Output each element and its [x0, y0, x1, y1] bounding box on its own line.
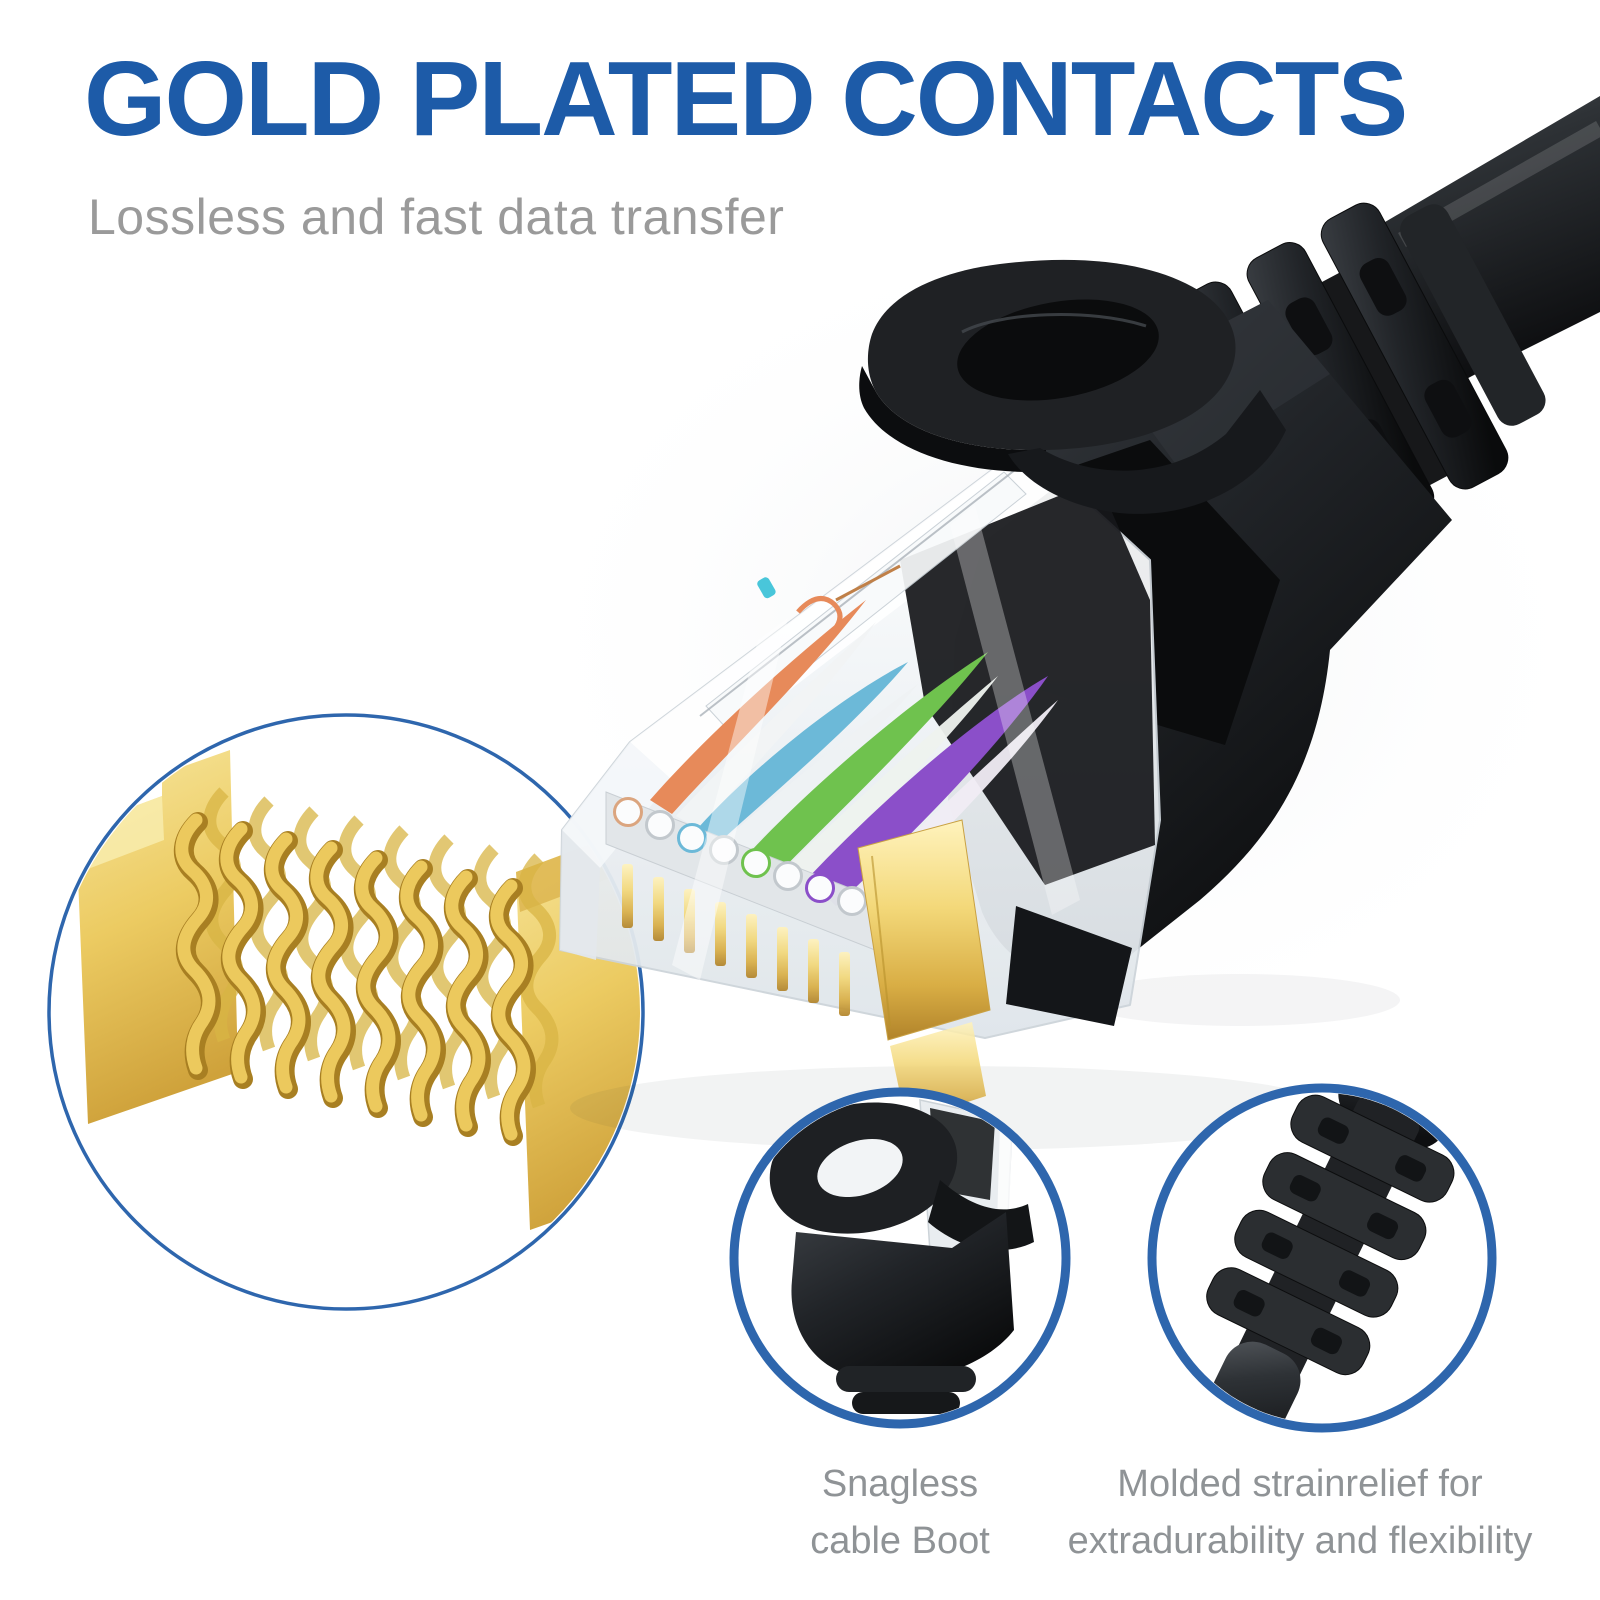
- gold-pins: [622, 864, 850, 1016]
- caption-snagless-boot: Snagless cable Boot: [690, 1456, 1110, 1570]
- caption-snagless-line-1: Snagless: [821, 1463, 979, 1505]
- wire-cross-sections: [605, 791, 881, 953]
- connector-body: [559, 444, 1161, 1122]
- wire-pair-blue: [698, 662, 918, 854]
- gold-contact-block: [857, 819, 991, 1122]
- ethernet-cable-assembly: [559, 96, 1600, 1122]
- page-subtitle: Lossless and fast data transfer: [88, 189, 785, 245]
- wire-accent-teal: [757, 577, 776, 599]
- product-shadow-right: [1080, 974, 1400, 1026]
- inset-snagless-boot: [729, 1087, 1071, 1429]
- inset-gold-contacts: [47, 713, 645, 1311]
- caption-strain-line-1: Molded strainrelief for: [1117, 1463, 1483, 1505]
- wire-accent-copper: [835, 564, 901, 602]
- snagless-closeup: [769, 1099, 1034, 1414]
- caption-snagless-line-2: cable Boot: [810, 1520, 990, 1562]
- wire-pair-orange: [650, 600, 876, 830]
- connector-latch: [699, 465, 1027, 731]
- wire-pair-green: [752, 652, 998, 888]
- page-title: GOLD PLATED CONTACTS: [84, 40, 1408, 158]
- caption-strain-relief: Molded strainrelief for extradurability …: [990, 1456, 1600, 1570]
- boot-hook: [859, 259, 1286, 514]
- caption-strain-line-2: extradurability and flexibility: [1067, 1520, 1533, 1562]
- boot-flange: [1006, 906, 1132, 1026]
